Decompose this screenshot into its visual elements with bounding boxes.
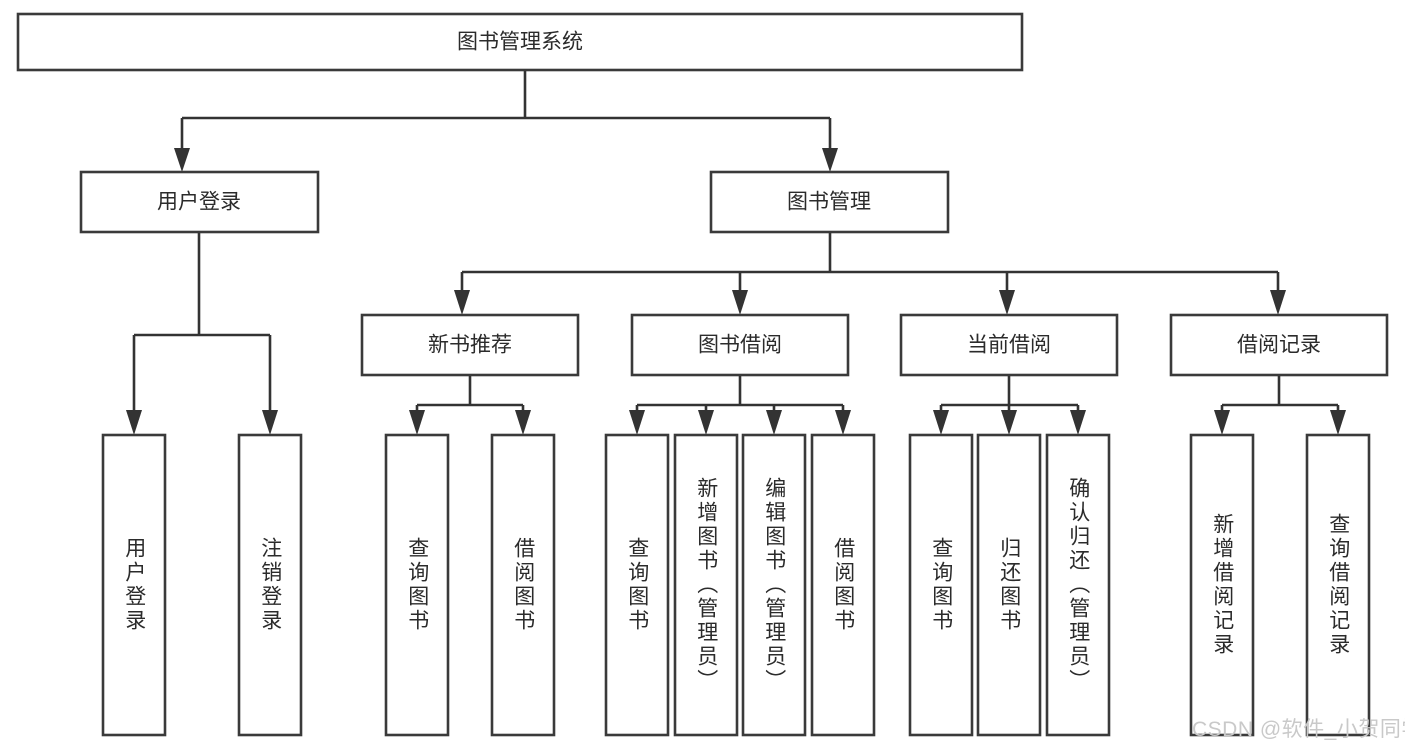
connector-group-new-book-recommend	[409, 375, 531, 435]
node-label-root: 图书管理系统	[457, 31, 583, 54]
node-box-book-borrow[interactable]	[630, 313, 850, 377]
arrow-head-icon	[999, 290, 1015, 315]
node-box-leaf-edit-book[interactable]	[741, 433, 807, 737]
arrow-head-icon	[835, 410, 851, 435]
connector-group-book-manage	[454, 232, 1286, 315]
node-box-leaf-query-record[interactable]	[1305, 433, 1371, 737]
arrow-head-icon	[732, 290, 748, 315]
node-box-leaf-borrow-book-2[interactable]	[810, 433, 876, 737]
node-box-leaf-query-book-2[interactable]	[604, 433, 670, 737]
node-box-leaf-query-book-3[interactable]	[908, 433, 974, 737]
arrow-head-icon	[933, 410, 949, 435]
arrow-head-icon	[515, 410, 531, 435]
connector-group-root	[174, 70, 838, 172]
node-box-leaf-borrow-book-1[interactable]	[490, 433, 556, 737]
arrow-head-icon	[174, 148, 190, 172]
arrow-head-icon	[698, 410, 714, 435]
arrow-head-icon	[1070, 410, 1086, 435]
node-box-leaf-add-record[interactable]	[1189, 433, 1255, 737]
arrow-head-icon	[1270, 290, 1286, 315]
arrow-head-icon	[1214, 410, 1230, 435]
node-box-leaf-return-book[interactable]	[976, 433, 1042, 737]
node-box-current-borrow[interactable]	[899, 313, 1119, 377]
node-label-new-book-recommend: 新书推荐	[428, 334, 512, 357]
node-box-leaf-add-book[interactable]	[673, 433, 739, 737]
node-box-book-manage[interactable]	[709, 170, 950, 234]
node-box-root[interactable]	[16, 12, 1024, 72]
arrow-head-icon	[262, 410, 278, 435]
connector-group-current-borrow	[933, 375, 1086, 435]
connector-group-user-login	[126, 232, 278, 435]
arrow-head-icon	[126, 410, 142, 435]
node-box-leaf-user-login[interactable]	[101, 433, 167, 737]
arrow-head-icon	[454, 290, 470, 315]
node-box-leaf-logout[interactable]	[237, 433, 303, 737]
node-label-current-borrow: 当前借阅	[967, 334, 1051, 357]
node-label-book-manage: 图书管理	[787, 191, 871, 214]
node-box-user-login[interactable]	[79, 170, 320, 234]
csdn-watermark: CSDN @软件_小贺同学	[1192, 718, 1405, 741]
node-box-borrow-record[interactable]	[1169, 313, 1389, 377]
arrow-head-icon	[1001, 410, 1017, 435]
node-label-book-borrow: 图书借阅	[698, 334, 782, 357]
arrow-head-icon	[629, 410, 645, 435]
node-box-leaf-query-book-1[interactable]	[384, 433, 450, 737]
node-label-borrow-record: 借阅记录	[1237, 334, 1321, 357]
arrow-head-icon	[1330, 410, 1346, 435]
arrow-head-icon	[822, 148, 838, 172]
arrow-head-icon	[409, 410, 425, 435]
connector-group-book-borrow	[629, 375, 851, 435]
node-label-user-login: 用户登录	[157, 191, 241, 214]
arrow-head-icon	[766, 410, 782, 435]
connector-group-borrow-record	[1214, 375, 1346, 435]
node-box-leaf-confirm-return[interactable]	[1045, 433, 1111, 737]
node-box-new-book-recommend[interactable]	[360, 313, 580, 377]
